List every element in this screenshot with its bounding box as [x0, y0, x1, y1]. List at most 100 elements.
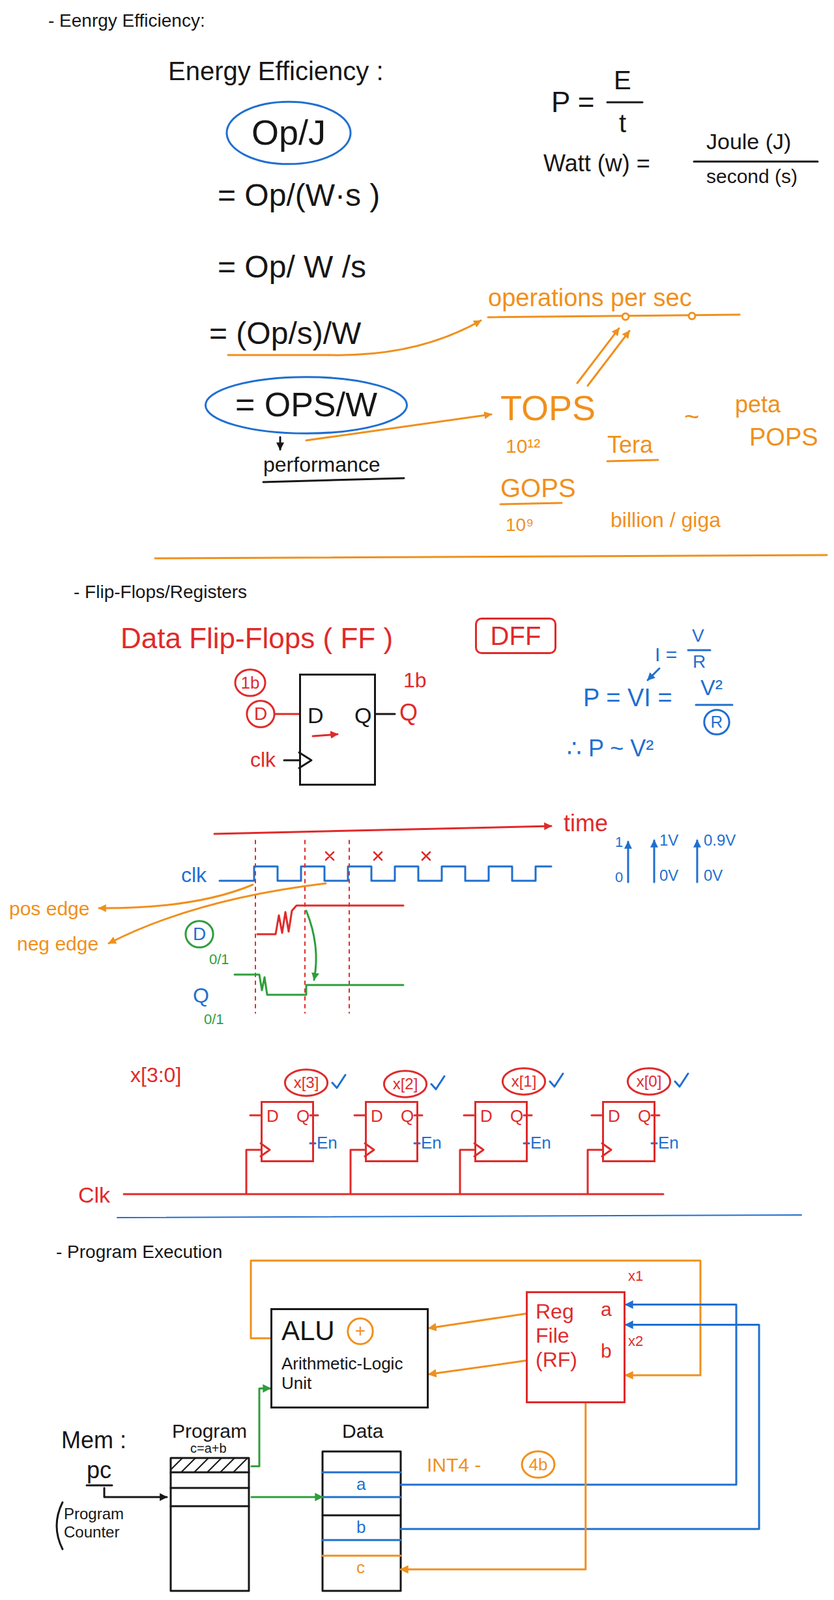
handwritten-label: E	[613, 65, 632, 96]
circle-node: D	[185, 920, 214, 949]
circle-outline-shape	[704, 709, 730, 735]
cross-mark	[325, 852, 431, 861]
arrow	[577, 328, 619, 384]
node-text: D	[480, 1107, 493, 1127]
circle-node: +	[347, 1317, 374, 1346]
handwritten-label: 0/1	[203, 1011, 225, 1028]
arrow	[306, 910, 317, 980]
handwritten-label: POPS	[749, 423, 819, 453]
handwritten-label: TOPS	[500, 387, 596, 429]
circle-node: 4b	[521, 1450, 556, 1480]
handwritten-label: neg edge	[16, 933, 99, 956]
level-arrow	[653, 840, 656, 883]
level-arrow	[696, 840, 699, 883]
node-text: Arithmetic-Logic Unit	[281, 1354, 425, 1394]
handwritten-label: Data Flip-Flops ( FF )	[120, 622, 393, 656]
check-mark	[332, 1073, 689, 1090]
handwritten-label: Q	[192, 983, 210, 1008]
handwritten-label: En	[316, 1133, 338, 1154]
node-text: x[0]	[636, 1073, 662, 1091]
arrow	[108, 883, 326, 944]
node-text: D	[266, 1107, 279, 1127]
tick-dot	[688, 312, 696, 320]
node-text: ALU	[281, 1315, 335, 1347]
node-text: D	[607, 1107, 621, 1127]
tick-dot	[622, 313, 629, 320]
section-divider	[117, 1215, 802, 1218]
handwritten-label: performance	[263, 452, 381, 477]
circle-node: x[1]	[501, 1067, 547, 1096]
clock-waveform	[219, 866, 552, 881]
box-node: Reg File (RF)ab	[525, 1291, 626, 1404]
box-node: DQ	[364, 1101, 419, 1163]
handwritten-label: t	[618, 108, 627, 139]
node-text: D	[192, 924, 206, 945]
data-waveform	[257, 905, 404, 935]
wire	[250, 1114, 660, 1117]
handwritten-label: ~	[684, 401, 700, 432]
handwritten-label: Watt (w) =	[543, 149, 651, 177]
hatch	[170, 1458, 248, 1473]
edge-marker-line	[255, 840, 350, 1014]
box-node: DQ	[299, 673, 376, 786]
node-text: 1b	[241, 673, 260, 693]
node-text: b	[356, 1518, 366, 1538]
connector	[400, 1403, 586, 1570]
handwritten-label: = Op/(W·s )	[217, 177, 380, 214]
node-text: Q	[354, 703, 372, 729]
handwritten-label: 0	[615, 869, 623, 886]
handwritten-label: Program Counter	[63, 1505, 136, 1541]
connector	[400, 1325, 760, 1530]
circle-outline-shape	[284, 1069, 328, 1096]
sketch-strokes	[56, 102, 827, 1592]
node-text: c=a+b	[190, 1441, 227, 1457]
node-text: Reg File (RF)	[535, 1299, 591, 1372]
handwritten-label: Joule (J)	[706, 129, 791, 155]
node-text: x[2]	[392, 1075, 419, 1093]
box-node: DQ	[602, 1101, 656, 1163]
section-heading: - Flip-Flops/Registers	[73, 581, 247, 603]
arrow	[279, 437, 282, 450]
connector	[274, 712, 300, 715]
handwritten-label: P = VI =	[583, 684, 673, 713]
underline	[263, 478, 404, 483]
handwritten-label: Energy Efficiency :	[168, 56, 384, 87]
circle-node: 1b	[234, 668, 266, 698]
connector	[251, 1388, 271, 1467]
circle-outline-shape	[627, 1068, 670, 1095]
circle-outline-shape	[226, 101, 351, 165]
arrow	[647, 668, 660, 681]
node-text: Q	[296, 1107, 310, 1127]
circle-outline-shape	[185, 921, 214, 948]
arrow	[99, 884, 253, 909]
handwritten-label: 0/1	[209, 951, 230, 968]
box-node: DQ	[260, 1101, 315, 1163]
handwritten-label: 0.9V	[703, 831, 736, 850]
node-text: a	[600, 1298, 612, 1322]
node-text: D	[254, 704, 268, 725]
handwritten-label: second (s)	[706, 165, 798, 189]
memory-row	[322, 1514, 401, 1517]
node-text: D	[307, 703, 324, 729]
node-text: x[3]	[293, 1074, 320, 1092]
node-text: a	[356, 1475, 366, 1495]
circle-node: x[3]	[284, 1068, 329, 1098]
memory-block: Programc=a+b	[170, 1420, 252, 1592]
memory-row	[322, 1472, 401, 1541]
handwritten-label: x1	[628, 1267, 644, 1285]
circle-outline-shape	[205, 377, 407, 434]
level-arrow	[627, 841, 630, 883]
handwritten-label: R	[692, 651, 706, 673]
memory-row	[322, 1555, 401, 1558]
handwritten-label: = (Op/s)/W	[209, 315, 361, 352]
handwritten-label: Clk	[78, 1182, 111, 1208]
memory-block: Dataabc	[322, 1420, 401, 1592]
handwritten-label: 1	[615, 834, 623, 851]
node-text: = OPS/W	[235, 386, 378, 424]
handwritten-label: ∴ P ~ V²	[566, 734, 654, 762]
memory-row	[170, 1472, 249, 1507]
circle-outline-shape	[502, 1068, 545, 1095]
handwritten-label: peta	[734, 390, 781, 418]
handwritten-label: clk	[250, 747, 276, 773]
